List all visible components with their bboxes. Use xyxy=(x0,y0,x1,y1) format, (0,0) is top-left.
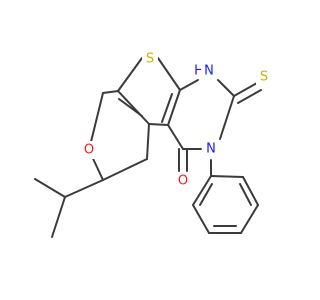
bond-ch2-c3 xyxy=(146,123,150,160)
atom-label-s-thiophene: S xyxy=(146,52,154,67)
phenyl-double-3 xyxy=(199,183,213,206)
bond-c7-c4a-double xyxy=(161,93,173,123)
bond-c2-s-thione-a xyxy=(233,82,258,97)
bond-ch-ch2 xyxy=(102,158,148,181)
bond-ch2-thiophene-c xyxy=(102,90,119,94)
atom-label-s-thione: S xyxy=(260,70,268,85)
bond-s-c7 xyxy=(157,57,181,91)
bond-c4a-c3 xyxy=(148,123,169,126)
atom-label-o-carbonyl: O xyxy=(178,174,188,189)
bond-ch2-o-ring xyxy=(88,92,104,151)
phenyl-double-1 xyxy=(239,183,252,206)
phenyl-bond-5 xyxy=(192,204,210,234)
bond-c4-c4a xyxy=(167,124,184,150)
bond-c3-c7a xyxy=(117,90,150,125)
bond-isopropyl-me1 xyxy=(51,196,66,238)
bond-isopropyl-me2 xyxy=(34,178,66,198)
bond-c2-s-thione-b xyxy=(237,89,262,104)
bond-n1-c2 xyxy=(217,79,235,97)
atom-labels: S H N S N O O xyxy=(81,50,272,190)
bond-c3-c7a-double xyxy=(118,98,143,117)
phenyl-bond-2 xyxy=(242,176,259,206)
atom-label-nh-hydrogen: H xyxy=(194,64,204,79)
bonds xyxy=(34,57,262,238)
phenyl-bond-3 xyxy=(240,204,259,234)
bond-c7-c4a xyxy=(167,89,181,126)
bond-c2-n3 xyxy=(219,95,235,140)
bond-c7a-s xyxy=(117,57,143,92)
molecule-structure-diagram: S H N S N O O xyxy=(34,50,272,238)
atom-label-n3: N xyxy=(206,142,216,157)
bond-ch-isopropyl xyxy=(64,179,104,198)
bond-c7-n1 xyxy=(179,79,199,91)
phenyl-bond-6 xyxy=(192,175,212,206)
phenyl-bond-1 xyxy=(210,175,244,178)
atom-label-n1: N xyxy=(204,64,214,79)
atom-label-o-ring: O xyxy=(84,143,94,158)
